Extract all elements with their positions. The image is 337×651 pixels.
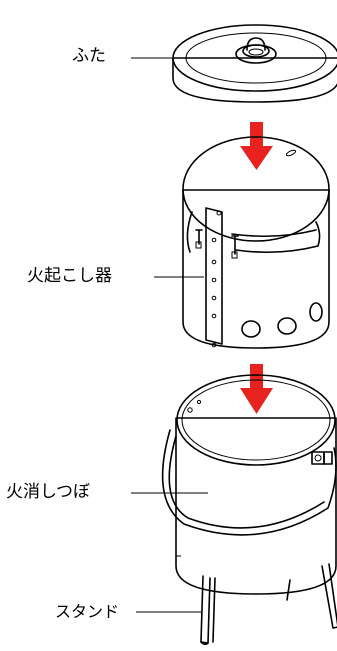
label-fire-starter: 火起こし器: [27, 266, 112, 286]
stand: [200, 563, 337, 646]
arrow-down-icon: [240, 364, 273, 414]
lid: [172, 24, 337, 103]
fire-starter: [182, 136, 330, 349]
label-lid: ふた: [72, 46, 106, 66]
extinguisher-pot: [161, 374, 337, 646]
arrow-down-icon: [240, 122, 273, 170]
label-stand: スタンド: [55, 602, 120, 621]
label-extinguisher-pot: 火消しつぼ: [6, 482, 90, 502]
